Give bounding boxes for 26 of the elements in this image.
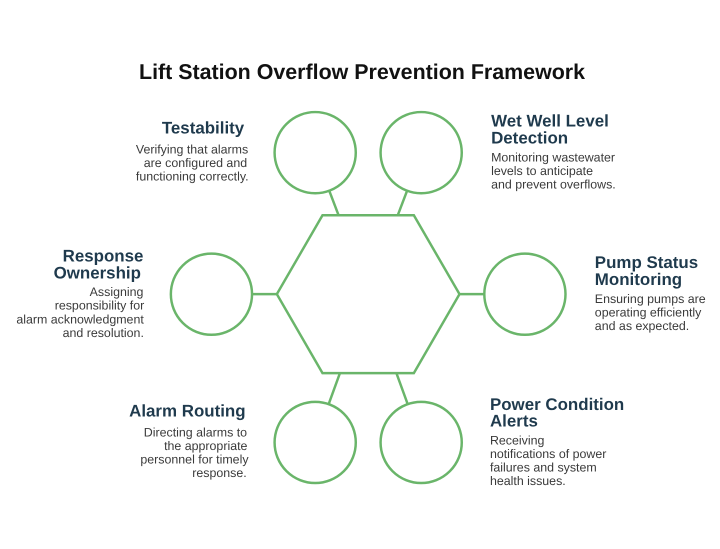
node-label: Monitoring wastewater levels to anticipate and prevent overflows. (491, 150, 616, 192)
node-circle (379, 400, 463, 484)
node-label: Response Ownership (54, 246, 144, 282)
node-circle (483, 252, 567, 336)
node-label: Assigning responsibility for alarm acknowledgment and resolution. (16, 284, 144, 340)
node-label: Ensuring pumps are operating efficiently and as expected. (594, 291, 706, 333)
node-label: Verifying that alarms are configured and functioning correctly. (136, 142, 249, 184)
node-label: Receiving notifications of power failures and system health issues. (490, 432, 606, 488)
node-label: Testability (162, 118, 244, 137)
connector (396, 190, 408, 215)
node-circle (379, 110, 463, 194)
connector (460, 292, 484, 295)
node-label: Wet Well Level Detection (491, 111, 609, 148)
node-label: Power Condition Alerts (490, 394, 624, 430)
node-circle (273, 400, 357, 484)
node-circle (273, 110, 357, 194)
connector (328, 372, 341, 404)
connector (328, 190, 340, 215)
node-label: Directing alarms to the appropriate personnel for timely response. (140, 425, 249, 480)
node-label: Pump Status Monitoring (594, 252, 698, 289)
node-hexagon (275, 214, 461, 374)
node-label: Alarm Routing (129, 401, 246, 420)
node-circle (170, 252, 254, 336)
diagram-title: Lift Station Overflow Prevention Framework (139, 60, 586, 84)
connector (395, 372, 409, 404)
connector (252, 292, 277, 295)
